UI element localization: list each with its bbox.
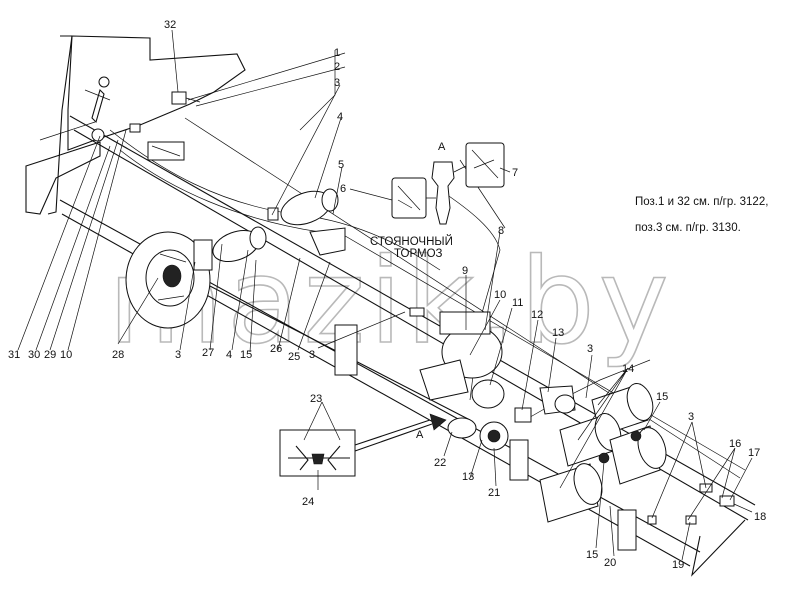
callout-3-left: 3 xyxy=(175,349,181,361)
callout-7: 7 xyxy=(512,167,518,179)
callout-27: 27 xyxy=(202,347,214,359)
callout-16: 16 xyxy=(729,438,741,450)
callout-8: 8 xyxy=(498,225,504,237)
view-a-inset xyxy=(391,142,505,225)
valve-cluster-upper xyxy=(129,91,201,161)
callout-1: 1 xyxy=(334,47,340,59)
callout-13-right: 13 xyxy=(552,327,564,339)
callout-3-right: 3 xyxy=(587,343,593,355)
callout-25: 25 xyxy=(288,351,300,363)
callout-18: 18 xyxy=(754,511,766,523)
parking-brake-label-line1: СТОЯНОЧНЫЙ xyxy=(370,235,453,248)
callout-24: 24 xyxy=(302,496,314,508)
callout-2: 2 xyxy=(334,61,340,73)
parking-brake-lever xyxy=(84,76,111,142)
callout-32: 32 xyxy=(164,19,176,31)
callout-15-right: 15 xyxy=(656,391,668,403)
rear-brake-drum xyxy=(125,231,213,329)
callout-3-mid: 3 xyxy=(309,349,315,361)
callout-17: 17 xyxy=(748,447,760,459)
callout-28: 28 xyxy=(112,349,124,361)
callout-20: 20 xyxy=(604,557,616,569)
view-a-label: А xyxy=(438,141,446,153)
callout-11: 11 xyxy=(512,297,523,309)
brake-chamber-upper xyxy=(212,188,425,376)
rear-fittings xyxy=(647,483,735,525)
callout-12: 12 xyxy=(531,309,543,321)
callout-26: 26 xyxy=(270,343,282,355)
leader-lines xyxy=(17,29,753,561)
callout-4-top: 4 xyxy=(337,111,343,123)
relay-valves xyxy=(509,385,576,481)
callout-4-bottom: 4 xyxy=(226,349,232,361)
air-receivers xyxy=(539,383,667,551)
callout-3-top: 3 xyxy=(334,77,340,89)
note-line-2: поз.3 см. п/гр. 3130. xyxy=(635,222,741,234)
callout-23: 23 xyxy=(310,393,322,405)
callout-14: 14 xyxy=(622,363,634,375)
callout-13-bottom: 13 xyxy=(462,471,474,483)
cab-outline xyxy=(25,35,336,215)
callout-numbers: 1 2 3 4 5 6 7 8 9 10 11 12 13 3 14 15 3 … xyxy=(8,19,766,571)
callout-5: 5 xyxy=(338,159,344,171)
callout-22: 22 xyxy=(434,457,446,469)
note-line-1: Поз.1 и 32 см. п/гр. 3122, xyxy=(635,196,768,208)
callout-15-bottom: 15 xyxy=(586,549,598,561)
callout-3-far-right: 3 xyxy=(688,411,694,423)
callout-30: 30 xyxy=(28,349,40,361)
callout-6: 6 xyxy=(340,183,346,195)
detail-inset xyxy=(279,413,447,477)
callout-9: 9 xyxy=(462,265,468,277)
callout-21: 21 xyxy=(488,487,500,499)
callout-10-right: 10 xyxy=(494,289,506,301)
callout-19: 19 xyxy=(672,559,684,571)
view-a-arrow-label: А xyxy=(416,429,424,441)
parking-brake-label-line2: ТОРМОЗ xyxy=(394,248,443,260)
callout-10-left: 10 xyxy=(60,349,72,361)
callout-31: 31 xyxy=(8,349,20,361)
callout-29: 29 xyxy=(44,349,56,361)
callout-15-left: 15 xyxy=(240,349,252,361)
